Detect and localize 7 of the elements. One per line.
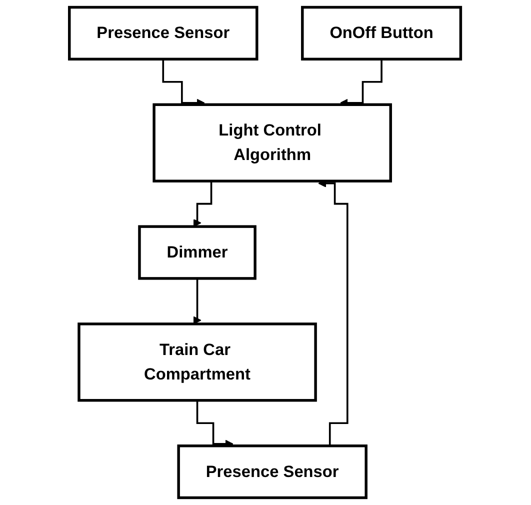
node-box: Dimmer bbox=[138, 225, 257, 280]
node-box: OnOff Button bbox=[302, 6, 463, 61]
arrow bbox=[194, 278, 202, 324]
node-box: Train Car Compartment bbox=[78, 322, 318, 402]
node-box: Presence Sensor bbox=[68, 6, 259, 61]
node-box: Light Control Algorithm bbox=[153, 103, 392, 182]
node-box: Presence Sensor bbox=[178, 444, 368, 500]
